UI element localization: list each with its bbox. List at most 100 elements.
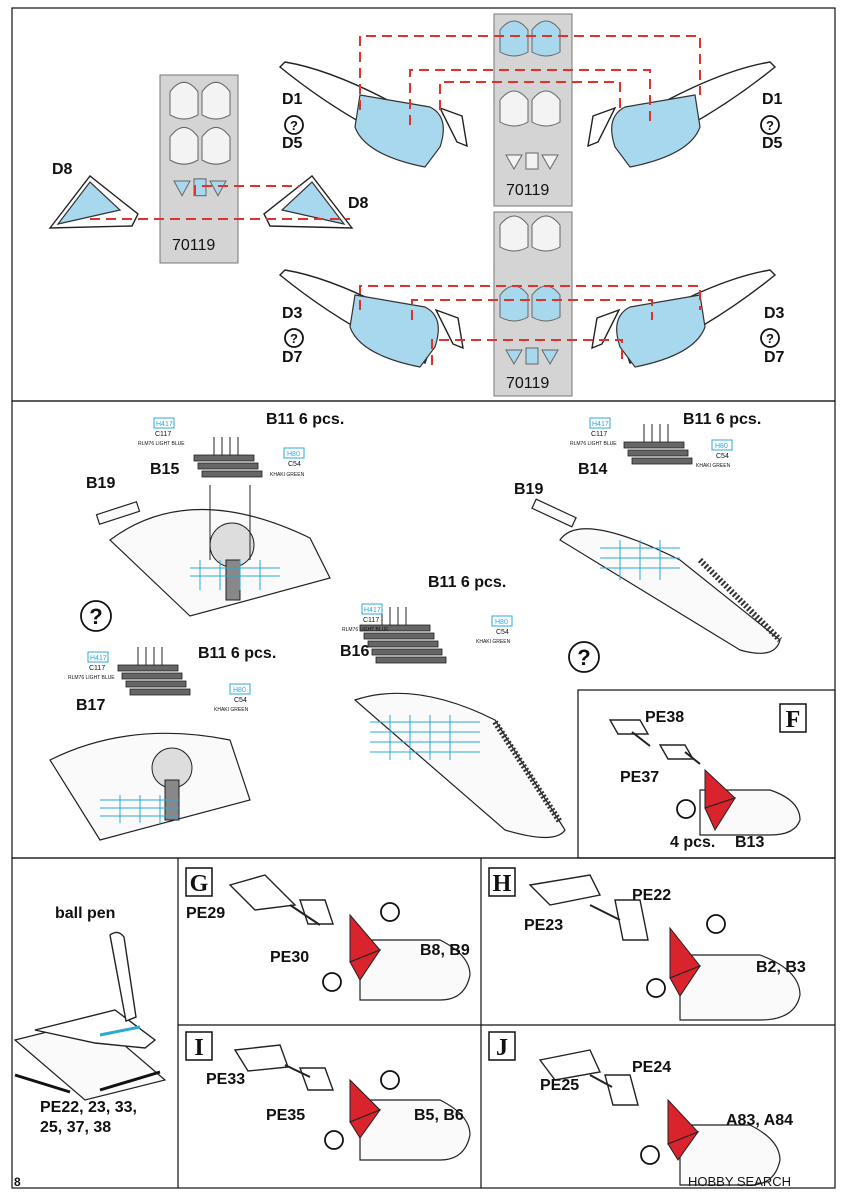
question-icon: ? — [568, 641, 600, 673]
svg-text:H417: H417 — [90, 655, 107, 662]
svg-text:?: ? — [290, 331, 298, 346]
label-pe-list-2: 25, 37, 38 — [40, 1119, 111, 1136]
pe-fret-small — [159, 74, 239, 264]
bomb-a83-a84 — [538, 1049, 781, 1186]
bomb-b5-b6 — [233, 1044, 471, 1161]
svg-text:H80: H80 — [233, 687, 246, 694]
label-d1-right: D1 — [762, 91, 783, 108]
label-b13: B13 — [735, 834, 764, 851]
svg-text:H417: H417 — [592, 421, 609, 428]
svg-text:C117: C117 — [363, 617, 379, 624]
box-label-h: H — [493, 871, 512, 897]
bomb-b8-b9 — [228, 874, 471, 1001]
ball-pen-illustration — [13, 931, 167, 1101]
svg-text:H80: H80 — [287, 451, 300, 458]
box-label-g: G — [190, 871, 209, 897]
svg-text:?: ? — [89, 604, 102, 629]
label-b8-b9: B8, B9 — [420, 942, 470, 959]
fret-code-small: 70119 — [172, 237, 215, 254]
section3-frame — [11, 857, 836, 1189]
box-label-j: J — [496, 1035, 508, 1061]
label-pe35: PE35 — [266, 1107, 305, 1124]
canopy-d3-left — [278, 269, 464, 368]
svg-text:KHAKI GREEN: KHAKI GREEN — [270, 472, 305, 478]
label-b11-2: B11 6 pcs. — [683, 411, 761, 428]
svg-text:H417: H417 — [156, 421, 173, 428]
windscreen-d8-left — [48, 175, 139, 229]
label-pe24: PE24 — [632, 1059, 671, 1076]
question-icon: ? — [760, 115, 780, 135]
svg-text:H417: H417 — [364, 607, 381, 614]
canopy-d1-right — [587, 61, 777, 168]
wing-assembly-b17 — [49, 647, 251, 841]
label-d5-left: D5 — [282, 135, 303, 152]
svg-text:?: ? — [290, 118, 298, 133]
label-pe30: PE30 — [270, 949, 309, 966]
paint-callout-b17: H417 C117 RLM76 LIGHT BLUE H80 C54 KHAKI… — [68, 651, 251, 713]
svg-text:?: ? — [577, 645, 590, 670]
svg-text:KHAKI GREEN: KHAKI GREEN — [696, 463, 731, 469]
label-pe38: PE38 — [645, 709, 684, 726]
label-d7-right: D7 — [764, 349, 785, 366]
question-icon: ? — [284, 115, 304, 135]
label-b5-b6: B5, B6 — [414, 1107, 464, 1124]
svg-text:C117: C117 — [155, 431, 171, 438]
label-d3-right: D3 — [764, 305, 785, 322]
watermark-text: HOBBY SEARCH — [688, 1174, 791, 1189]
pe-fret-upper — [493, 13, 573, 207]
label-pe25: PE25 — [540, 1077, 579, 1094]
paint-callout-b14: H417 C117 RLM76 LIGHT BLUE H80 C54 KHAKI… — [570, 417, 733, 469]
label-pe37: PE37 — [620, 769, 659, 786]
label-b19-left: B19 — [86, 475, 115, 492]
placement-guides-1 — [90, 35, 701, 365]
label-pe33: PE33 — [206, 1071, 245, 1088]
box-label-f: F — [786, 707, 801, 733]
label-d1-left: D1 — [282, 91, 303, 108]
canopy-d3-right — [591, 269, 777, 368]
label-f-count: 4 pcs. — [670, 834, 715, 851]
svg-text:C54: C54 — [288, 461, 301, 468]
label-a83-a84: A83, A84 — [726, 1112, 793, 1129]
bomb-b13 — [608, 719, 801, 836]
label-d8-right: D8 — [348, 195, 369, 212]
bomb-b2-b3 — [528, 874, 801, 1021]
fret-code-upper: 70119 — [506, 182, 549, 199]
svg-text:RLM76 LIGHT BLUE: RLM76 LIGHT BLUE — [68, 675, 115, 681]
wing-assembly-b14 — [531, 424, 783, 654]
svg-text:C54: C54 — [496, 629, 509, 636]
label-d8-left: D8 — [52, 161, 73, 178]
label-b19-right: B19 — [514, 481, 543, 498]
label-b16: B16 — [340, 643, 369, 660]
question-icon: ? — [760, 328, 780, 348]
svg-text:RLM76 LIGHT BLUE: RLM76 LIGHT BLUE — [570, 441, 617, 447]
page-number: 8 — [14, 1175, 21, 1189]
svg-text:C54: C54 — [716, 453, 729, 460]
windscreen-d8-right — [263, 175, 354, 229]
svg-text:KHAKI GREEN: KHAKI GREEN — [476, 639, 511, 645]
label-ball-pen: ball pen — [55, 905, 115, 922]
label-d5-right: D5 — [762, 135, 783, 152]
svg-text:KHAKI GREEN: KHAKI GREEN — [214, 707, 249, 713]
label-d7-left: D7 — [282, 349, 303, 366]
pe-fret-lower — [493, 211, 573, 397]
paint-callout-b15: H417 C117 RLM76 LIGHT BLUE H80 C54 KHAKI… — [138, 417, 305, 478]
label-b14: B14 — [578, 461, 607, 478]
label-pe22: PE22 — [632, 887, 671, 904]
box-f-frame — [577, 689, 836, 859]
svg-text:RLM76 LIGHT BLUE: RLM76 LIGHT BLUE — [342, 627, 389, 633]
label-b15: B15 — [150, 461, 179, 478]
label-b2-b3: B2, B3 — [756, 959, 806, 976]
label-b11-3: B11 6 pcs. — [428, 574, 506, 591]
box-label-i: I — [194, 1035, 203, 1061]
svg-text:H80: H80 — [495, 619, 508, 626]
label-b17: B17 — [76, 697, 105, 714]
fret-code-lower: 70119 — [506, 375, 549, 392]
label-b11-1: B11 6 pcs. — [266, 411, 344, 428]
wing-assembly-b16 — [353, 607, 566, 839]
svg-text:RLM76 LIGHT BLUE: RLM76 LIGHT BLUE — [138, 441, 185, 447]
paint-callout-b16: H417 C117 RLM76 LIGHT BLUE H80 C54 KHAKI… — [342, 603, 513, 645]
svg-text:C117: C117 — [591, 431, 607, 438]
wing-assembly-b15 — [95, 437, 331, 617]
label-b11-4: B11 6 pcs. — [198, 645, 276, 662]
